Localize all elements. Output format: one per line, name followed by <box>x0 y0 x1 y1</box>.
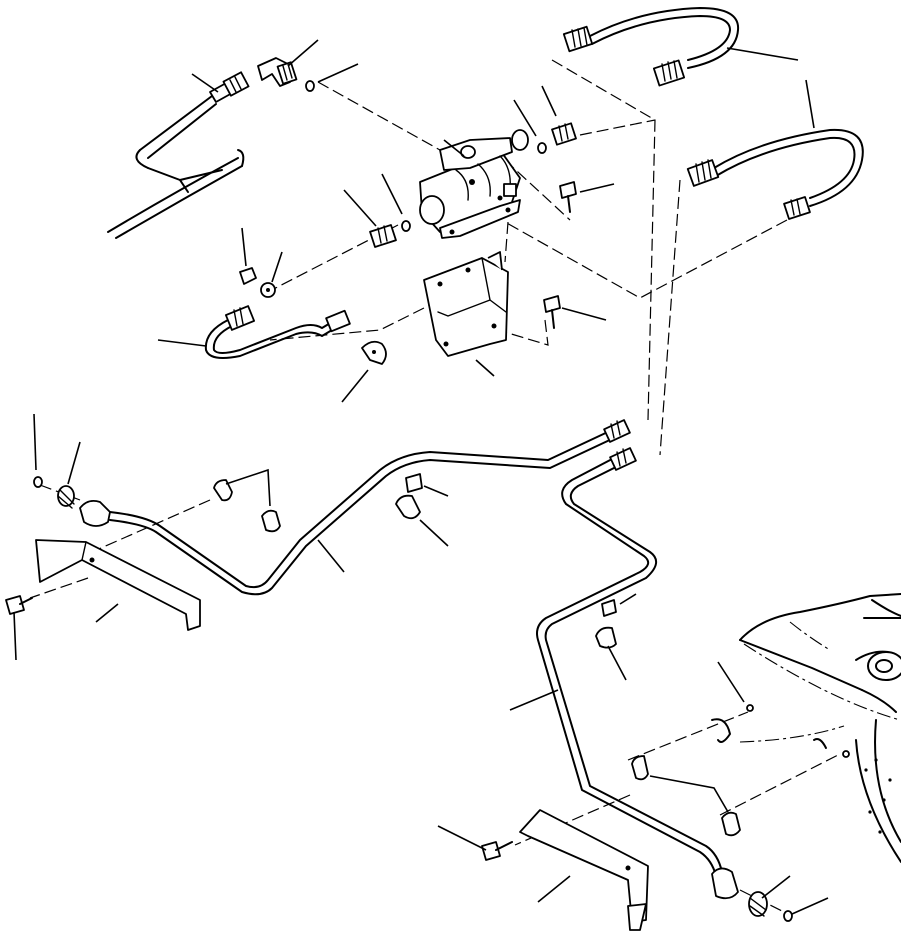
hydraulic-hose-right <box>686 128 864 220</box>
frame-rail-upper-left <box>107 95 245 239</box>
tube-short-middle <box>204 305 351 359</box>
tube-end-fitting-bottom <box>711 867 793 922</box>
valve-assembly <box>419 129 529 239</box>
straight-fitting-valve-right <box>537 122 577 154</box>
bracket-bottom <box>519 809 649 931</box>
straight-fitting-valve-left <box>369 220 411 248</box>
o-ring-bottom <box>783 910 793 922</box>
hydraulic-hose-upper-left <box>135 71 250 169</box>
hydraulic-hose-top <box>562 7 740 87</box>
leader-lines <box>13 39 829 915</box>
tube-clip-middle <box>361 340 387 365</box>
mounting-bracket <box>423 251 509 357</box>
axle-housing <box>711 593 901 863</box>
clamp-and-bolt-middle <box>395 473 423 520</box>
bolt-bracket <box>543 295 561 329</box>
tube-long-right <box>536 447 723 877</box>
tube-end-fitting-left <box>33 476 111 527</box>
bolt-bottom <box>481 841 513 861</box>
bracket-left <box>35 539 201 631</box>
tube-long-left <box>109 419 631 596</box>
clamps-lower <box>631 755 741 837</box>
o-ring <box>305 80 315 92</box>
bolt-left <box>5 595 33 615</box>
clamp-and-bolt-lower <box>595 599 617 649</box>
clamps-left <box>213 479 281 533</box>
elbow-fitting <box>257 57 298 87</box>
nut-and-washer <box>239 267 276 298</box>
o-ring-left <box>33 476 43 488</box>
bolt-valve <box>559 181 577 213</box>
